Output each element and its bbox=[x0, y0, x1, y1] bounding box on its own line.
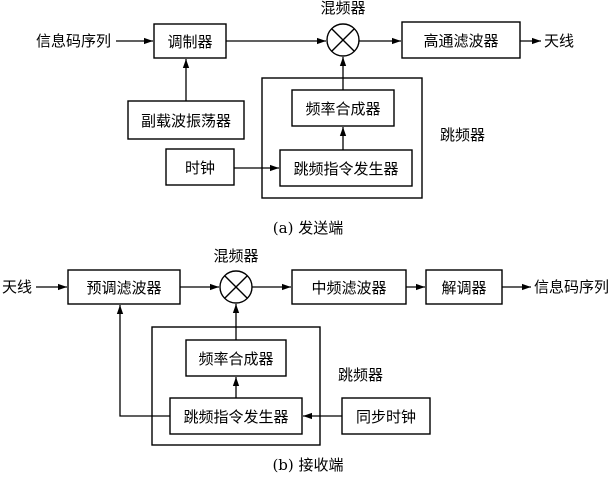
rx-demodulator-label: 解调器 bbox=[441, 279, 486, 297]
tx-hopper-label: 跳频器 bbox=[440, 126, 485, 144]
rx-preselect-filter-label: 预调滤波器 bbox=[86, 279, 161, 297]
rx-connectors bbox=[36, 283, 531, 420]
tx-highpass-filter-block: 高通滤波器 bbox=[401, 21, 521, 59]
tx-connectors bbox=[116, 37, 541, 172]
rx-if-filter-label: 中频滤波器 bbox=[311, 279, 386, 297]
rx-freq-synthesizer-label: 频率合成器 bbox=[198, 350, 273, 368]
rx-mixer-label: 混频器 bbox=[213, 247, 258, 265]
rx-if-filter-block: 中频滤波器 bbox=[291, 269, 407, 305]
rx-sync-clock-block: 同步时钟 bbox=[341, 397, 431, 435]
rx-preselect-filter-block: 预调滤波器 bbox=[67, 269, 181, 305]
rx-output-label: 信息码序列 bbox=[534, 278, 609, 296]
tx-highpass-filter-label: 高通滤波器 bbox=[423, 32, 498, 50]
tx-subcarrier-oscillator-label: 副载波振荡器 bbox=[141, 112, 231, 130]
tx-caption: (a) 发送端 bbox=[273, 219, 343, 237]
tx-modulator-label: 调制器 bbox=[167, 33, 212, 51]
rx-hop-command-generator-block: 跳频指令发生器 bbox=[169, 397, 303, 435]
rx-mixer-symbol bbox=[219, 270, 253, 304]
rx-sync-clock-label: 同步时钟 bbox=[356, 408, 416, 426]
tx-clock-label: 时钟 bbox=[185, 159, 215, 177]
rx-hopper-label: 跳频器 bbox=[338, 366, 383, 384]
tx-output-label: 天线 bbox=[544, 32, 574, 50]
rx-hop-command-generator-label: 跳频指令发生器 bbox=[183, 408, 288, 426]
tx-modulator-block: 调制器 bbox=[153, 23, 227, 59]
receiver-diagram: 跳频器 预调滤波器 中频滤波器 解调器 频率合成器 跳频指令发生器 同步时钟 bbox=[2, 247, 609, 474]
tx-subcarrier-oscillator-block: 副载波振荡器 bbox=[127, 100, 245, 140]
tx-hop-command-generator-label: 跳频指令发生器 bbox=[293, 160, 398, 178]
tx-hop-command-generator-block: 跳频指令发生器 bbox=[279, 149, 413, 187]
tx-input-label: 信息码序列 bbox=[36, 32, 111, 50]
rx-freq-synthesizer-block: 频率合成器 bbox=[185, 339, 287, 377]
tx-freq-synthesizer-block: 频率合成器 bbox=[291, 89, 395, 127]
tx-freq-synthesizer-label: 频率合成器 bbox=[305, 100, 380, 118]
tx-mixer-label: 混频器 bbox=[320, 0, 365, 17]
transmitter-diagram: 跳频器 调制器 高通滤波器 副载波振荡器 频率合成器 时钟 跳频指令发生器 bbox=[36, 0, 574, 237]
rx-arrow-hopgen-to-preselect bbox=[116, 305, 170, 417]
rx-input-label: 天线 bbox=[2, 278, 32, 296]
tx-mixer-symbol bbox=[326, 23, 360, 57]
rx-demodulator-block: 解调器 bbox=[425, 269, 503, 305]
rx-caption: (b) 接收端 bbox=[272, 456, 343, 474]
tx-clock-block: 时钟 bbox=[165, 148, 235, 186]
tx-hopper-enclosure bbox=[261, 77, 423, 199]
